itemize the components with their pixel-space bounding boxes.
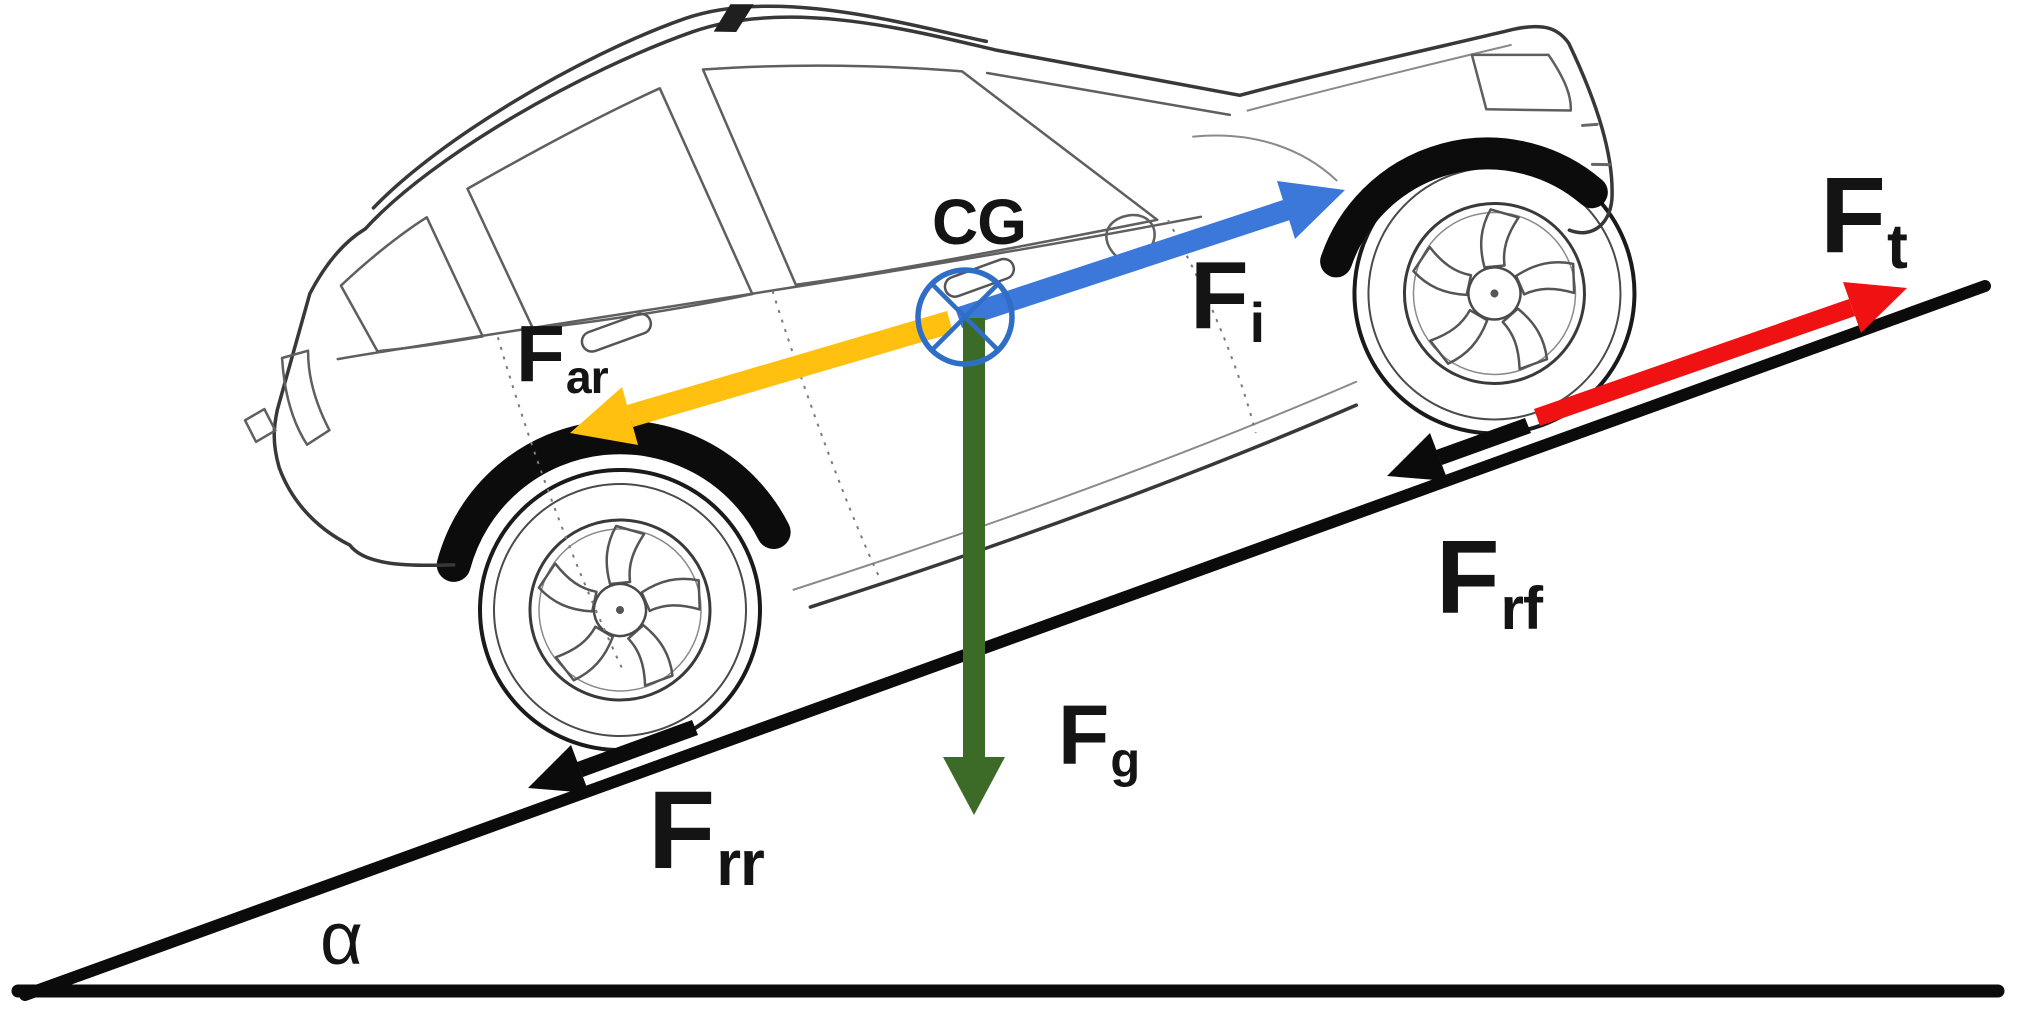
roof-rail xyxy=(371,4,989,210)
rocker-line xyxy=(808,403,1358,609)
door-handle-rear xyxy=(580,312,653,353)
force-label-fg: Fg xyxy=(1058,688,1140,788)
force-label-fi: Fi xyxy=(1190,242,1265,355)
incline-angle-label: α xyxy=(320,897,363,980)
door-seam-rear xyxy=(496,337,623,669)
force-label-frr: Frr xyxy=(648,769,765,899)
force-label-frf: Frf xyxy=(1436,520,1543,642)
hood-crease xyxy=(1246,44,1512,112)
tail-light xyxy=(280,349,331,446)
rear-bumper-step xyxy=(243,407,277,444)
vehicle-sketch xyxy=(243,4,1676,792)
headlight xyxy=(1470,53,1573,112)
force-label-ft: Ft xyxy=(1820,154,1908,283)
force-arrow-fg xyxy=(943,318,1005,815)
force-arrow-far xyxy=(570,311,953,445)
rear-door-window xyxy=(466,87,754,331)
force-arrow-frr xyxy=(528,720,698,793)
under-door-line xyxy=(792,380,1358,591)
rear-quarter-window xyxy=(339,216,484,353)
windshield-line xyxy=(985,71,1232,117)
force-arrow-frf xyxy=(1387,418,1531,481)
force-arrow-ft xyxy=(1534,282,1907,426)
door-handle-front xyxy=(943,257,1016,298)
force-label-far: Far xyxy=(516,309,609,404)
cg-symbol xyxy=(915,267,1015,367)
force-arrow-fi xyxy=(955,181,1345,328)
grille-lines xyxy=(1581,122,1611,167)
fender-line xyxy=(1192,134,1338,182)
cg-label: CG xyxy=(932,186,1027,258)
front-door-window xyxy=(701,64,1159,286)
roof-antenna xyxy=(713,4,754,32)
front-wheel-arch xyxy=(1320,137,1608,278)
incline-line xyxy=(19,280,1991,1001)
